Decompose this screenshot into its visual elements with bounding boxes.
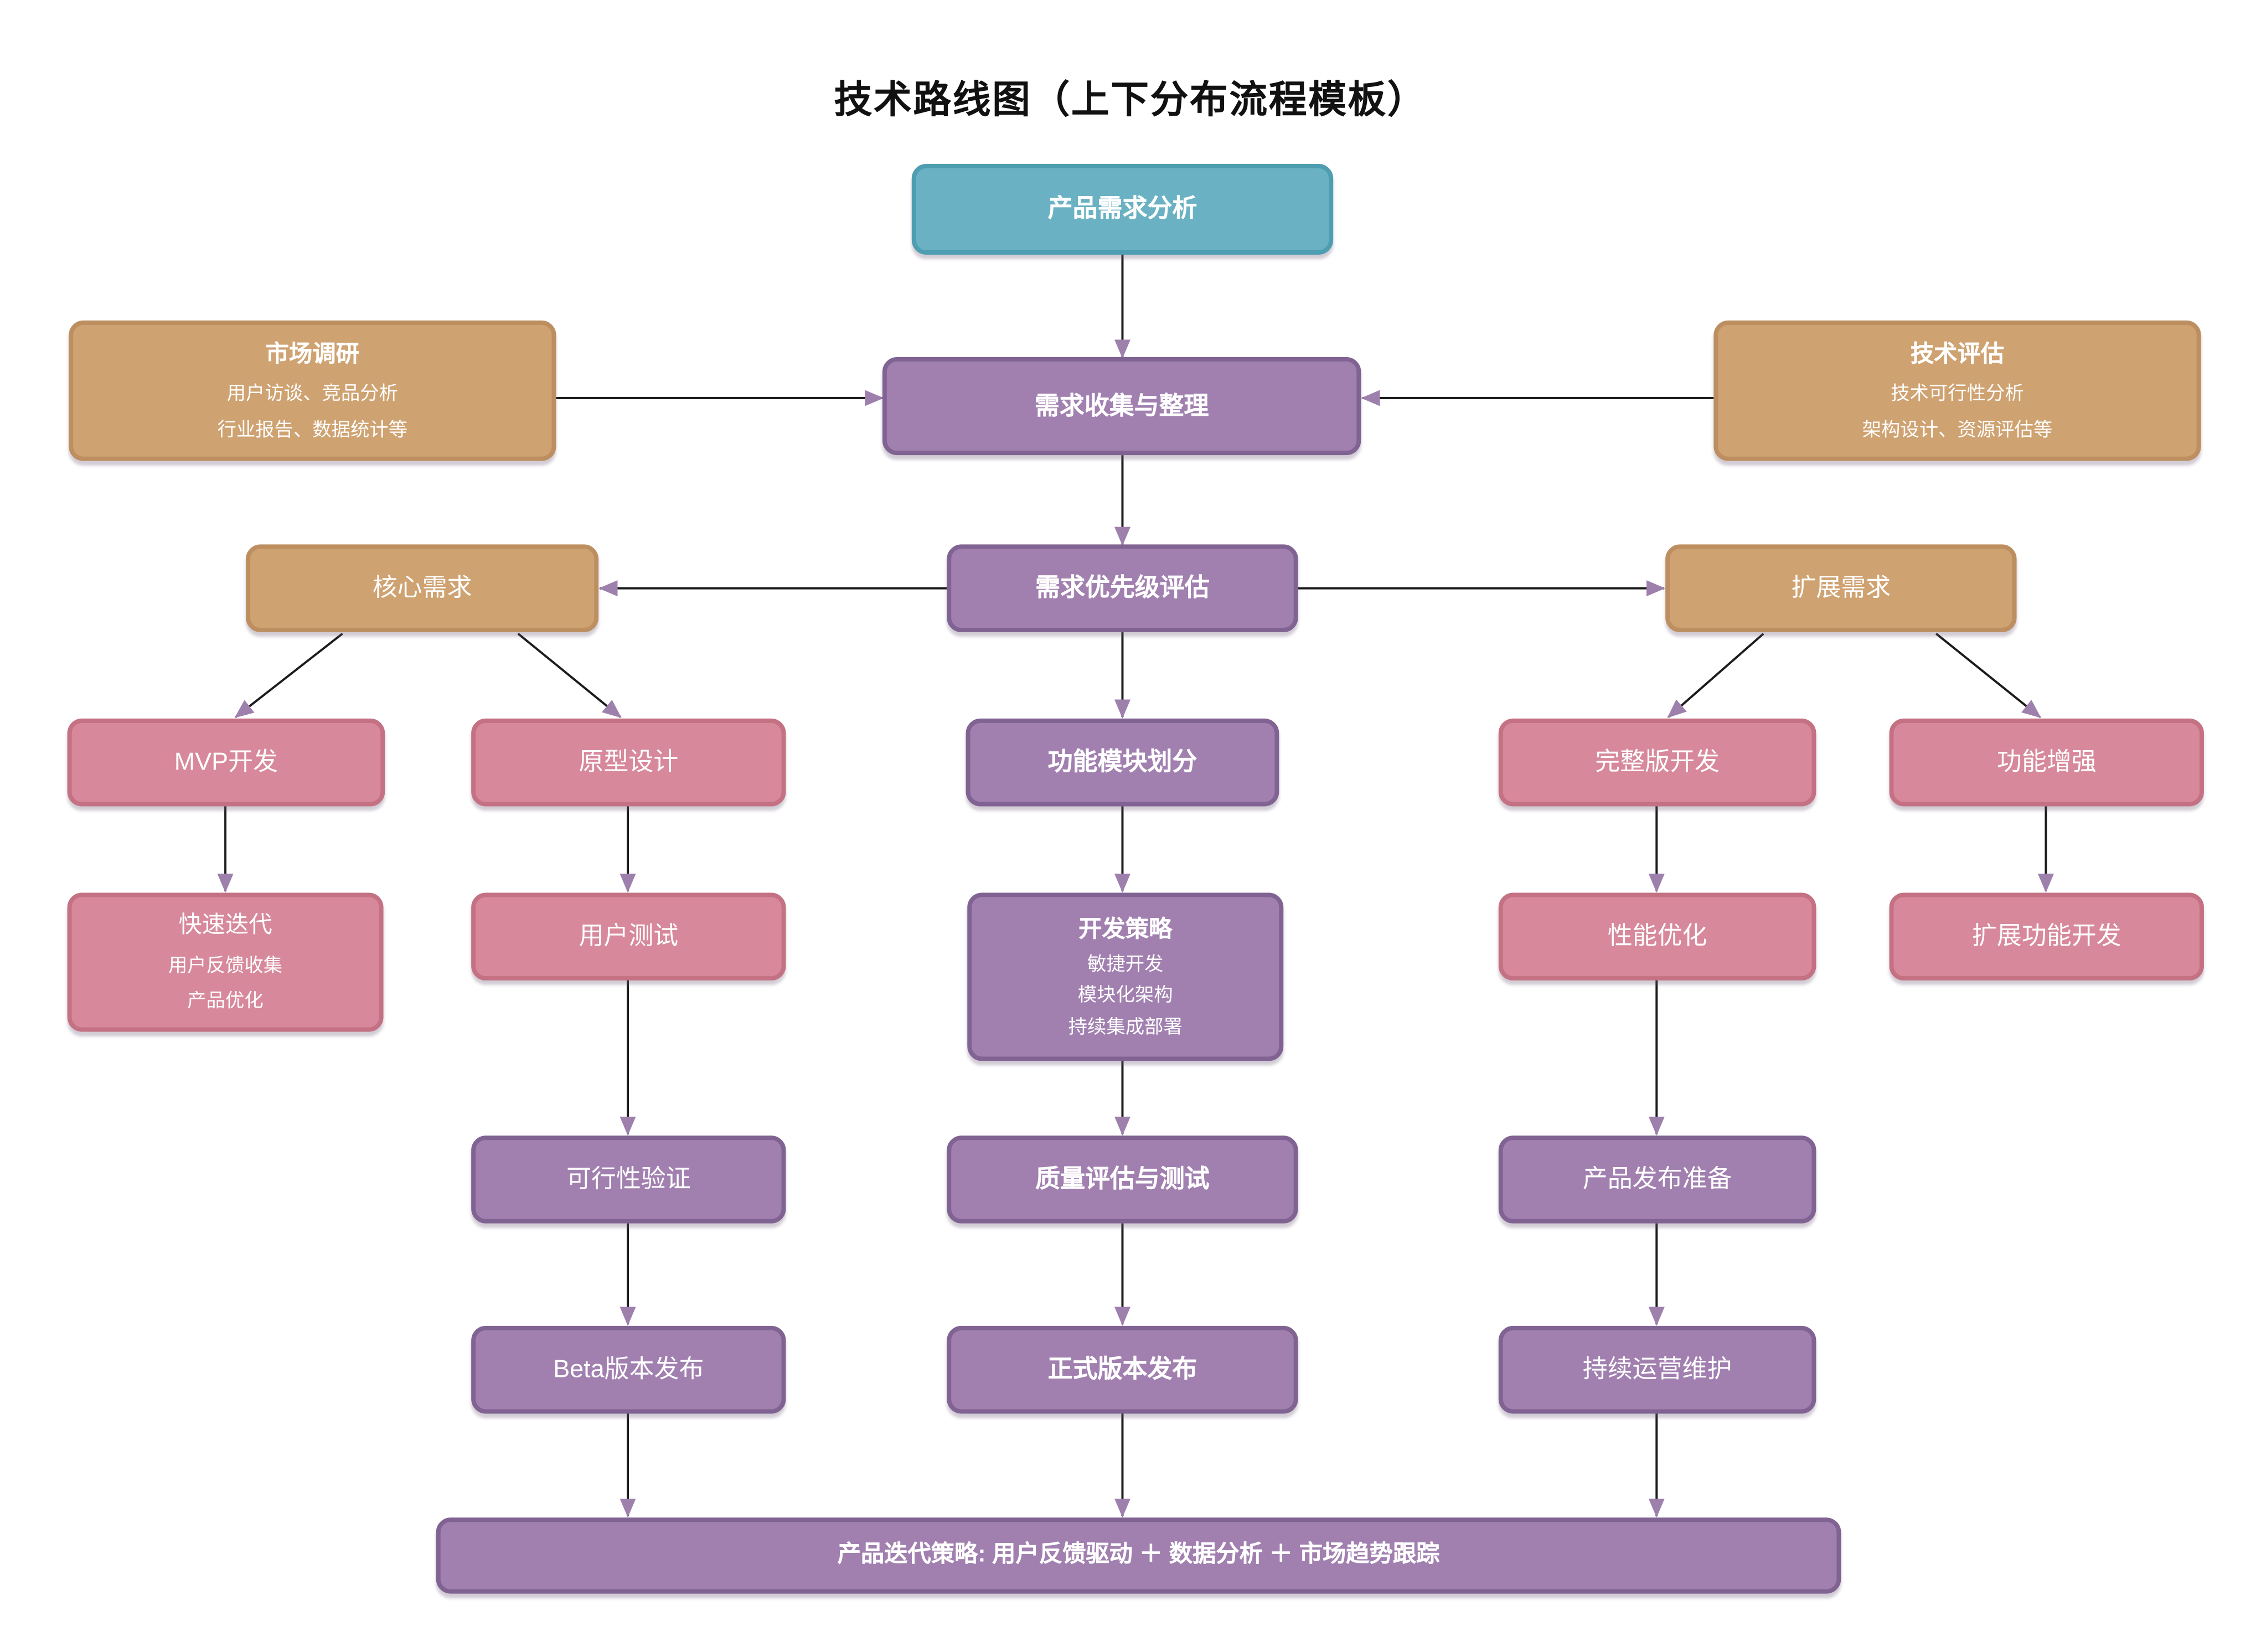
node-extended-requirement: 扩展需求: [1665, 544, 2017, 632]
node-release-preparation: 产品发布准备: [1498, 1135, 1816, 1223]
node-subline: 行业报告、数据统计等: [217, 417, 408, 440]
node-feasibility-validation: 可行性验证: [471, 1135, 786, 1223]
node-label: 可行性验证: [566, 1165, 691, 1194]
connector-line: [1667, 633, 1764, 718]
node-performance-opt: 性能优化: [1498, 892, 1816, 981]
connector-group: [217, 254, 2054, 1518]
node-label: 原型设计: [579, 748, 679, 776]
connector-line: [517, 633, 622, 718]
node-prototype-design: 原型设计: [471, 718, 786, 807]
connector-line: [1935, 633, 2041, 718]
node-label: 技术评估: [1910, 342, 2005, 367]
node-label: 正式版本发布: [1047, 1355, 1197, 1383]
node-rapid-iteration: 快速迭代 用户反馈收集 产品优化: [67, 892, 384, 1032]
node-label: 市场调研: [265, 342, 359, 367]
node-user-testing: 用户测试: [471, 892, 786, 981]
node-label: 产品需求分析: [1047, 195, 1197, 223]
node-label: 用户测试: [579, 922, 679, 951]
node-label: 功能增强: [1996, 748, 2097, 776]
node-requirement-collection: 需求收集与整理: [882, 357, 1361, 456]
node-label: MVP开发: [174, 748, 278, 776]
node-label: 快速迭代: [178, 913, 272, 939]
node-ongoing-maintenance: 持续运营维护: [1498, 1325, 1816, 1414]
node-iteration-strategy: 产品迭代策略: 用户反馈驱动 ＋ 数据分析 ＋ 市场趋势跟踪: [436, 1517, 1841, 1594]
node-market-research: 市场调研 用户访谈、竞品分析 行业报告、数据统计等: [69, 320, 556, 461]
node-priority-evaluation: 需求优先级评估: [947, 544, 1298, 632]
node-label: 需求优先级评估: [1035, 574, 1210, 602]
node-extended-feature-dev: 扩展功能开发: [1889, 892, 2204, 981]
node-label: 持续运营维护: [1582, 1355, 1732, 1383]
node-label: 扩展功能开发: [1971, 922, 2121, 951]
node-label: Beta版本发布: [553, 1355, 704, 1383]
node-quality-testing: 质量评估与测试: [947, 1135, 1298, 1223]
node-dev-strategy: 开发策略 敏捷开发 模块化架构 持续集成部署: [967, 892, 1284, 1061]
node-subline: 持续集成部署: [1068, 1015, 1183, 1037]
connector-line: [234, 633, 343, 718]
node-subline: 架构设计、资源评估等: [1862, 417, 2053, 440]
diagram-title: 技术路线图（上下分布流程模板）: [834, 78, 1427, 122]
node-label: 功能模块划分: [1047, 748, 1197, 776]
node-label: 质量评估与测试: [1035, 1165, 1210, 1194]
node-label: 产品迭代策略: 用户反馈驱动 ＋ 数据分析 ＋ 市场趋势跟踪: [837, 1542, 1440, 1568]
node-subline: 用户反馈收集: [168, 953, 283, 975]
node-label: 性能优化: [1607, 922, 1707, 951]
node-label: 开发策略: [1078, 917, 1173, 942]
node-mvp-dev: MVP开发: [67, 718, 385, 807]
node-full-version-dev: 完整版开发: [1498, 718, 1816, 807]
node-tech-evaluation: 技术评估 技术可行性分析 架构设计、资源评估等: [1713, 320, 2201, 461]
node-label: 需求收集与整理: [1034, 392, 1209, 420]
node-product-analysis: 产品需求分析: [911, 164, 1334, 255]
node-label: 完整版开发: [1595, 748, 1720, 776]
node-label: 核心需求: [372, 574, 472, 602]
node-subline: 用户访谈、竞品分析: [226, 381, 398, 404]
node-label: 扩展需求: [1791, 574, 1891, 602]
node-module-division: 功能模块划分: [966, 718, 1279, 807]
node-subline: 产品优化: [187, 989, 264, 1011]
node-core-requirement: 核心需求: [246, 544, 599, 632]
node-subline: 模块化架构: [1077, 984, 1173, 1006]
node-label: 产品发布准备: [1582, 1165, 1732, 1194]
node-beta-release: Beta版本发布: [471, 1325, 786, 1414]
node-subline: 技术可行性分析: [1891, 381, 2024, 404]
node-subline: 敏捷开发: [1087, 952, 1164, 974]
node-official-release: 正式版本发布: [947, 1325, 1298, 1414]
node-feature-enhancement: 功能增强: [1889, 718, 2204, 807]
